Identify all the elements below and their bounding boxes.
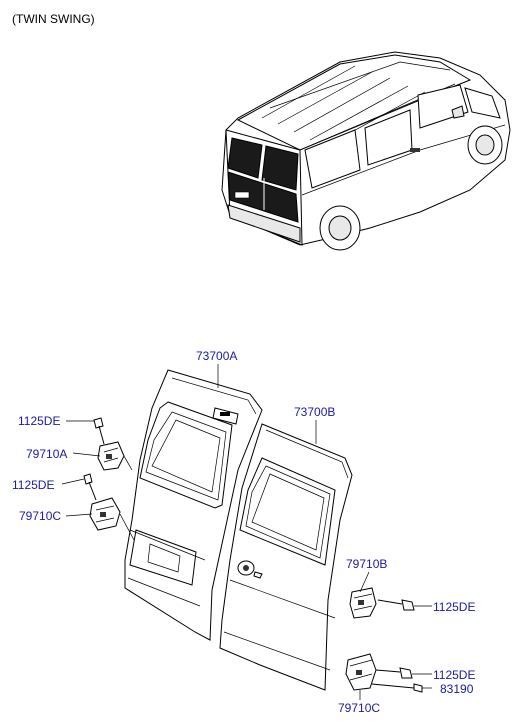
bolt-lower-right-part xyxy=(375,667,413,679)
hinge-79710b-part xyxy=(349,587,377,619)
label-79710c-right: 79710C xyxy=(338,701,380,715)
label-1125de-lower-right: 1125DE xyxy=(433,668,475,682)
bolt-upper-left-part xyxy=(93,417,105,445)
label-79710a: 79710A xyxy=(26,447,67,461)
label-1125de-upper-right: 1125DE xyxy=(433,600,475,614)
bolt-lower-left-part xyxy=(83,473,97,501)
bolt-upper-right-part xyxy=(377,599,415,611)
label-79710b: 79710B xyxy=(346,557,387,571)
hinge-79710c-left-part xyxy=(89,497,135,541)
label-79710c-left: 79710C xyxy=(19,509,61,523)
hinge-79710c-right-part xyxy=(345,653,377,691)
label-1125de-lower-left: 1125DE xyxy=(12,478,54,492)
label-73700a: 73700A xyxy=(196,349,237,363)
diagram-title: (TWIN SWING) xyxy=(12,12,95,26)
label-1125de-upper-left: 1125DE xyxy=(18,414,60,428)
label-73700b: 73700B xyxy=(294,405,335,419)
rear-door-left xyxy=(124,369,263,641)
hinge-79710a-part xyxy=(97,441,133,471)
rear-door-right xyxy=(219,423,353,691)
label-83190: 83190 xyxy=(440,682,474,696)
van-illustration xyxy=(221,51,511,251)
leader-lines xyxy=(61,364,432,700)
pin-83190-part xyxy=(371,683,423,693)
